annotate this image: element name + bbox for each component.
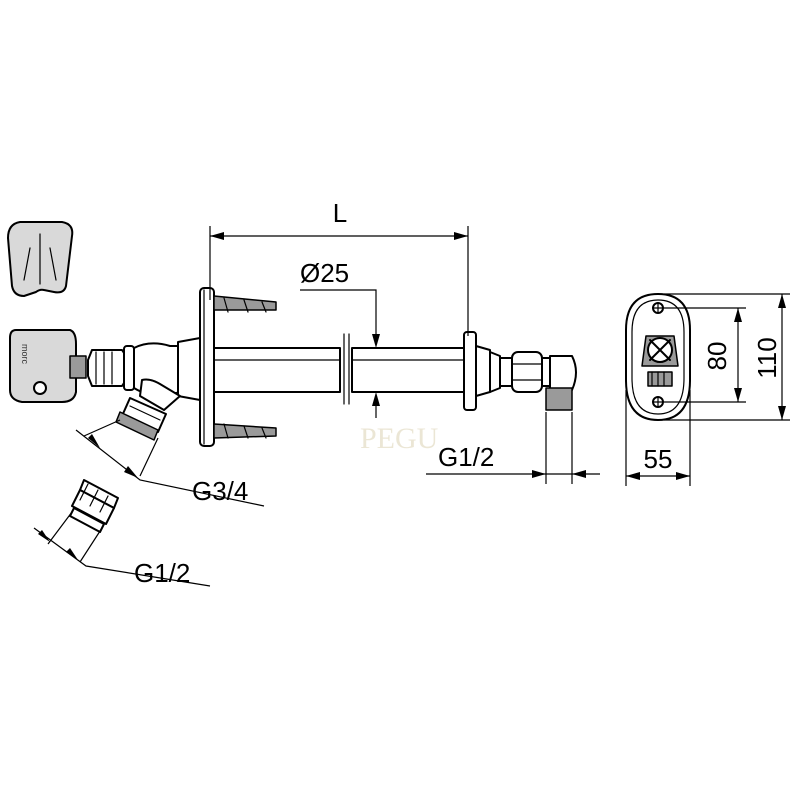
thread-adapter-icon <box>69 479 119 533</box>
pipe <box>213 333 467 405</box>
plate-width-label: 55 <box>644 444 673 474</box>
inlet-fitting <box>499 351 577 411</box>
pipe-diameter-label: Ø25 <box>300 258 349 288</box>
dimension-outlet-thread <box>75 419 265 507</box>
outlet-thread-label: G3/4 <box>192 476 248 506</box>
valve-body <box>87 337 201 441</box>
length-label: L <box>333 198 347 228</box>
dimension-length <box>209 226 469 336</box>
dimension-plate-hole-spacing <box>664 307 746 403</box>
handwheel-icon <box>7 221 74 297</box>
dimension-plate-width <box>625 390 691 486</box>
wall-flange-left <box>199 287 277 447</box>
dimension-inlet-thread <box>426 412 600 484</box>
key-brand-text: morc <box>20 344 30 364</box>
dimension-pipe-diameter <box>300 289 380 418</box>
plate-hole-spacing-label: 80 <box>702 342 732 371</box>
wall-plate <box>625 293 691 421</box>
wall-flange-right <box>463 331 501 411</box>
dimension-plate-height <box>664 293 790 421</box>
adapter-thread-label: G1/2 <box>134 558 190 588</box>
inlet-thread-label: G1/2 <box>438 442 494 472</box>
key-icon: morc <box>9 329 87 403</box>
dimension-adapter-thread <box>33 511 211 587</box>
plate-height-label: 110 <box>752 337 782 378</box>
watermark: PEGU <box>360 422 439 455</box>
